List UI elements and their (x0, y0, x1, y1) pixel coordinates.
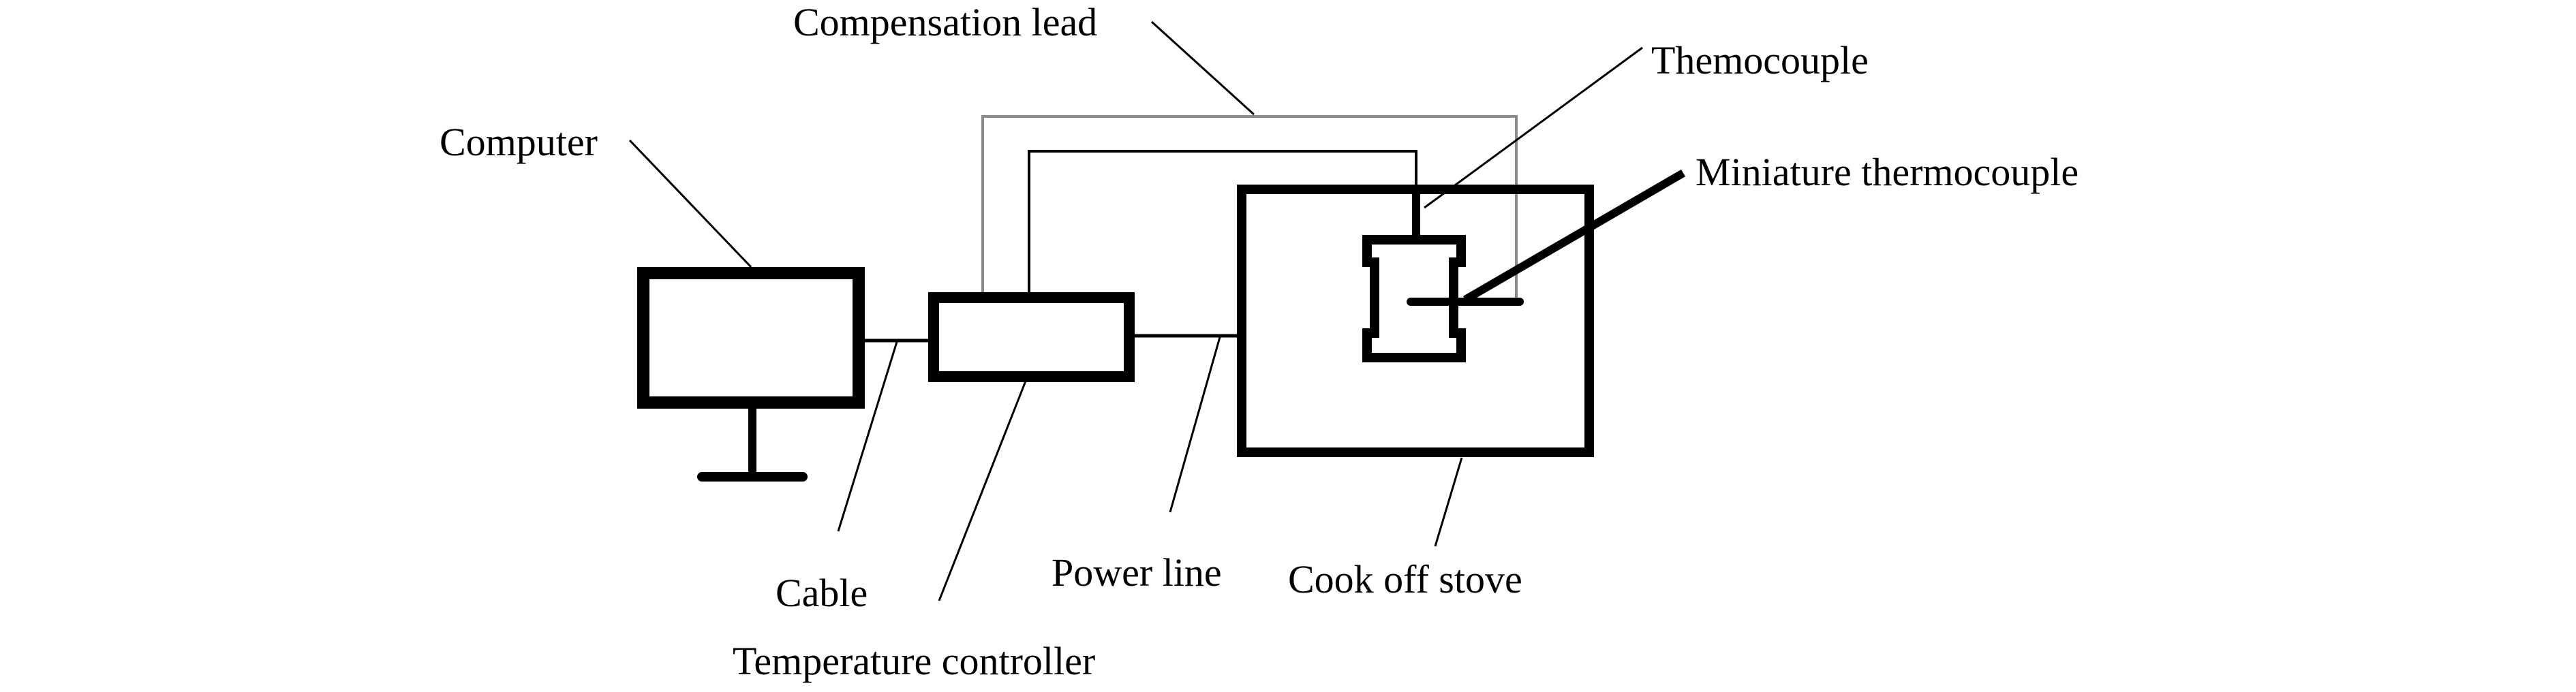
leader-power-line (1169, 336, 1221, 513)
label-compensation-lead: Compensation lead (793, 0, 1097, 44)
computer-monitor (637, 267, 865, 409)
label-cook-off-stove: Cook off stove (1288, 557, 1522, 601)
compensation-lead-wire (981, 115, 1518, 304)
label-computer: Computer (440, 120, 598, 164)
label-temperature-controller: Temperature controller (733, 639, 1095, 683)
label-cable: Cable (776, 571, 868, 615)
leader-cook-off-stove (1434, 457, 1463, 547)
miniature-thermocouple-probe (1462, 169, 1686, 304)
leader-compensation-lead (1150, 20, 1255, 116)
leader-temperature-controller (938, 379, 1028, 601)
label-power-line: Power line (1052, 550, 1222, 595)
cook-off-stove-box (1237, 185, 1594, 457)
label-miniature-thermocouple: Miniature thermocouple (1696, 150, 2079, 194)
leader-cable (837, 341, 898, 532)
leader-computer (628, 139, 752, 268)
leader-themocouple (1424, 46, 1643, 209)
label-themocouple: Themocouple (1651, 38, 1869, 82)
thermocouple-wire (1028, 150, 1417, 293)
temperature-controller-box (928, 292, 1135, 382)
